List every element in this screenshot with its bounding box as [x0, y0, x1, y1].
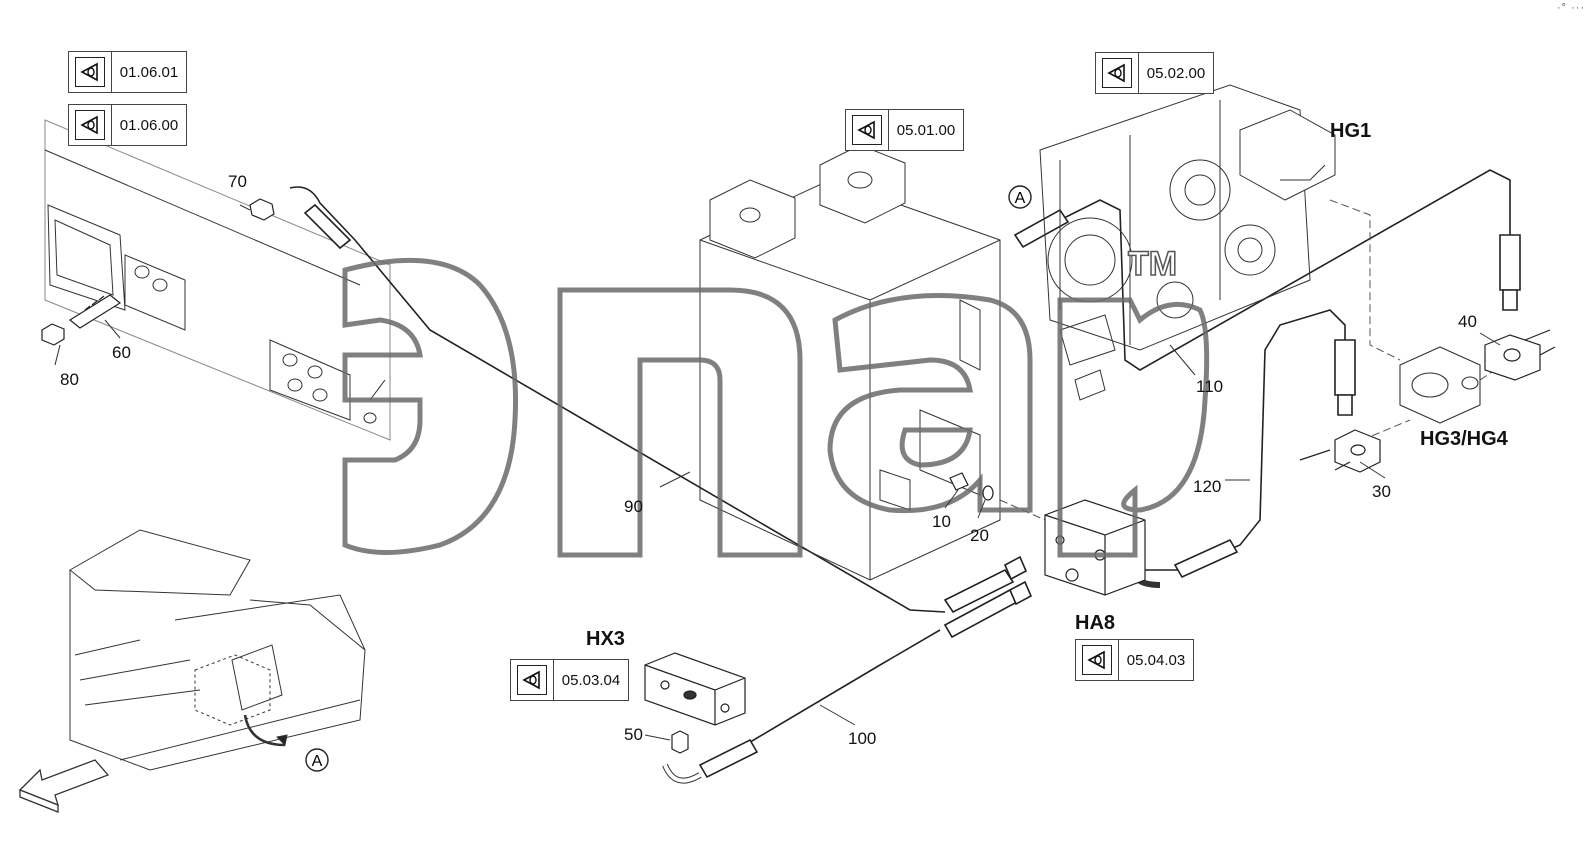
view-marker-a-bottom-text: A	[312, 753, 323, 770]
reference-box-05-03-04[interactable]: 05.03.04	[510, 659, 629, 701]
fitting-70	[249, 198, 275, 221]
part-number-100[interactable]: 100	[848, 729, 877, 748]
view-marker-a-top: A	[1008, 185, 1032, 209]
reference-code: 05.03.04	[561, 671, 621, 689]
reference-box-01-06-00[interactable]: 01.06.00	[68, 104, 187, 146]
reference-code: 05.04.03	[1126, 651, 1186, 669]
pump-gearbox	[1039, 84, 1336, 401]
label-hg1[interactable]: HG1	[1330, 120, 1372, 142]
flange-40	[1484, 329, 1556, 381]
flange-30	[1299, 429, 1381, 473]
view-marker-a-top-text: A	[1015, 190, 1026, 207]
reference-code: 05.01.00	[896, 121, 956, 139]
eye-view-icon	[1087, 650, 1105, 670]
eye-view-icon	[857, 120, 875, 140]
part-number-70[interactable]: 70	[228, 172, 247, 191]
hose-100	[662, 580, 1033, 784]
part-number-20[interactable]: 20	[970, 526, 989, 545]
machine-overview	[69, 529, 366, 771]
reference-box-05-01-00[interactable]: 05.01.00	[845, 109, 964, 151]
fitting-60-80	[41, 294, 122, 346]
frame-panel	[44, 119, 391, 441]
part-number-30[interactable]: 30	[1372, 482, 1391, 501]
label-hg3-hg4[interactable]: HG3/HG4	[1420, 428, 1508, 450]
part-number-10[interactable]: 10	[932, 512, 951, 531]
hose-120	[1131, 309, 1356, 588]
eye-view-icon	[1107, 63, 1125, 83]
watermark-logo	[342, 257, 1210, 558]
part-number-60[interactable]: 60	[112, 343, 131, 362]
label-ha8[interactable]: HA8	[1075, 612, 1116, 634]
part-number-110[interactable]: 110	[1196, 377, 1224, 396]
block-hx3	[644, 652, 746, 726]
eye-view-icon	[80, 115, 98, 135]
fitting-10-20	[949, 472, 994, 501]
reference-code: 05.02.00	[1146, 64, 1206, 82]
part-number-50[interactable]: 50	[624, 725, 643, 744]
number-leaders	[54, 204, 1501, 741]
eye-view-icon	[522, 670, 540, 690]
eye-view-icon	[80, 62, 98, 82]
reference-box-01-06-01[interactable]: 01.06.01	[68, 51, 187, 93]
hose-90	[289, 186, 1028, 614]
part-number-120[interactable]: 120	[1193, 477, 1222, 496]
reference-box-05-04-03[interactable]: 05.04.03	[1075, 639, 1194, 681]
part-number-90[interactable]: 90	[624, 497, 643, 516]
view-marker-a-bottom: A	[305, 748, 329, 772]
part-number-80[interactable]: 80	[60, 370, 79, 389]
fitting-50	[671, 730, 689, 754]
reference-code: 01.06.01	[119, 63, 179, 81]
label-hx3[interactable]: HX3	[586, 628, 625, 650]
view-direction-arrow	[18, 759, 110, 813]
part-number-40[interactable]: 40	[1458, 312, 1477, 331]
hydraulic-tank	[699, 144, 1001, 581]
watermark-tm: TM	[1127, 244, 1178, 284]
hose-110	[1013, 169, 1521, 371]
corner-mark: ·° ···	[1556, 2, 1585, 14]
reference-code: 01.06.00	[119, 116, 179, 134]
reference-box-05-02-00[interactable]: 05.02.00	[1095, 52, 1214, 94]
pump-hg3-hg4	[1399, 346, 1481, 424]
